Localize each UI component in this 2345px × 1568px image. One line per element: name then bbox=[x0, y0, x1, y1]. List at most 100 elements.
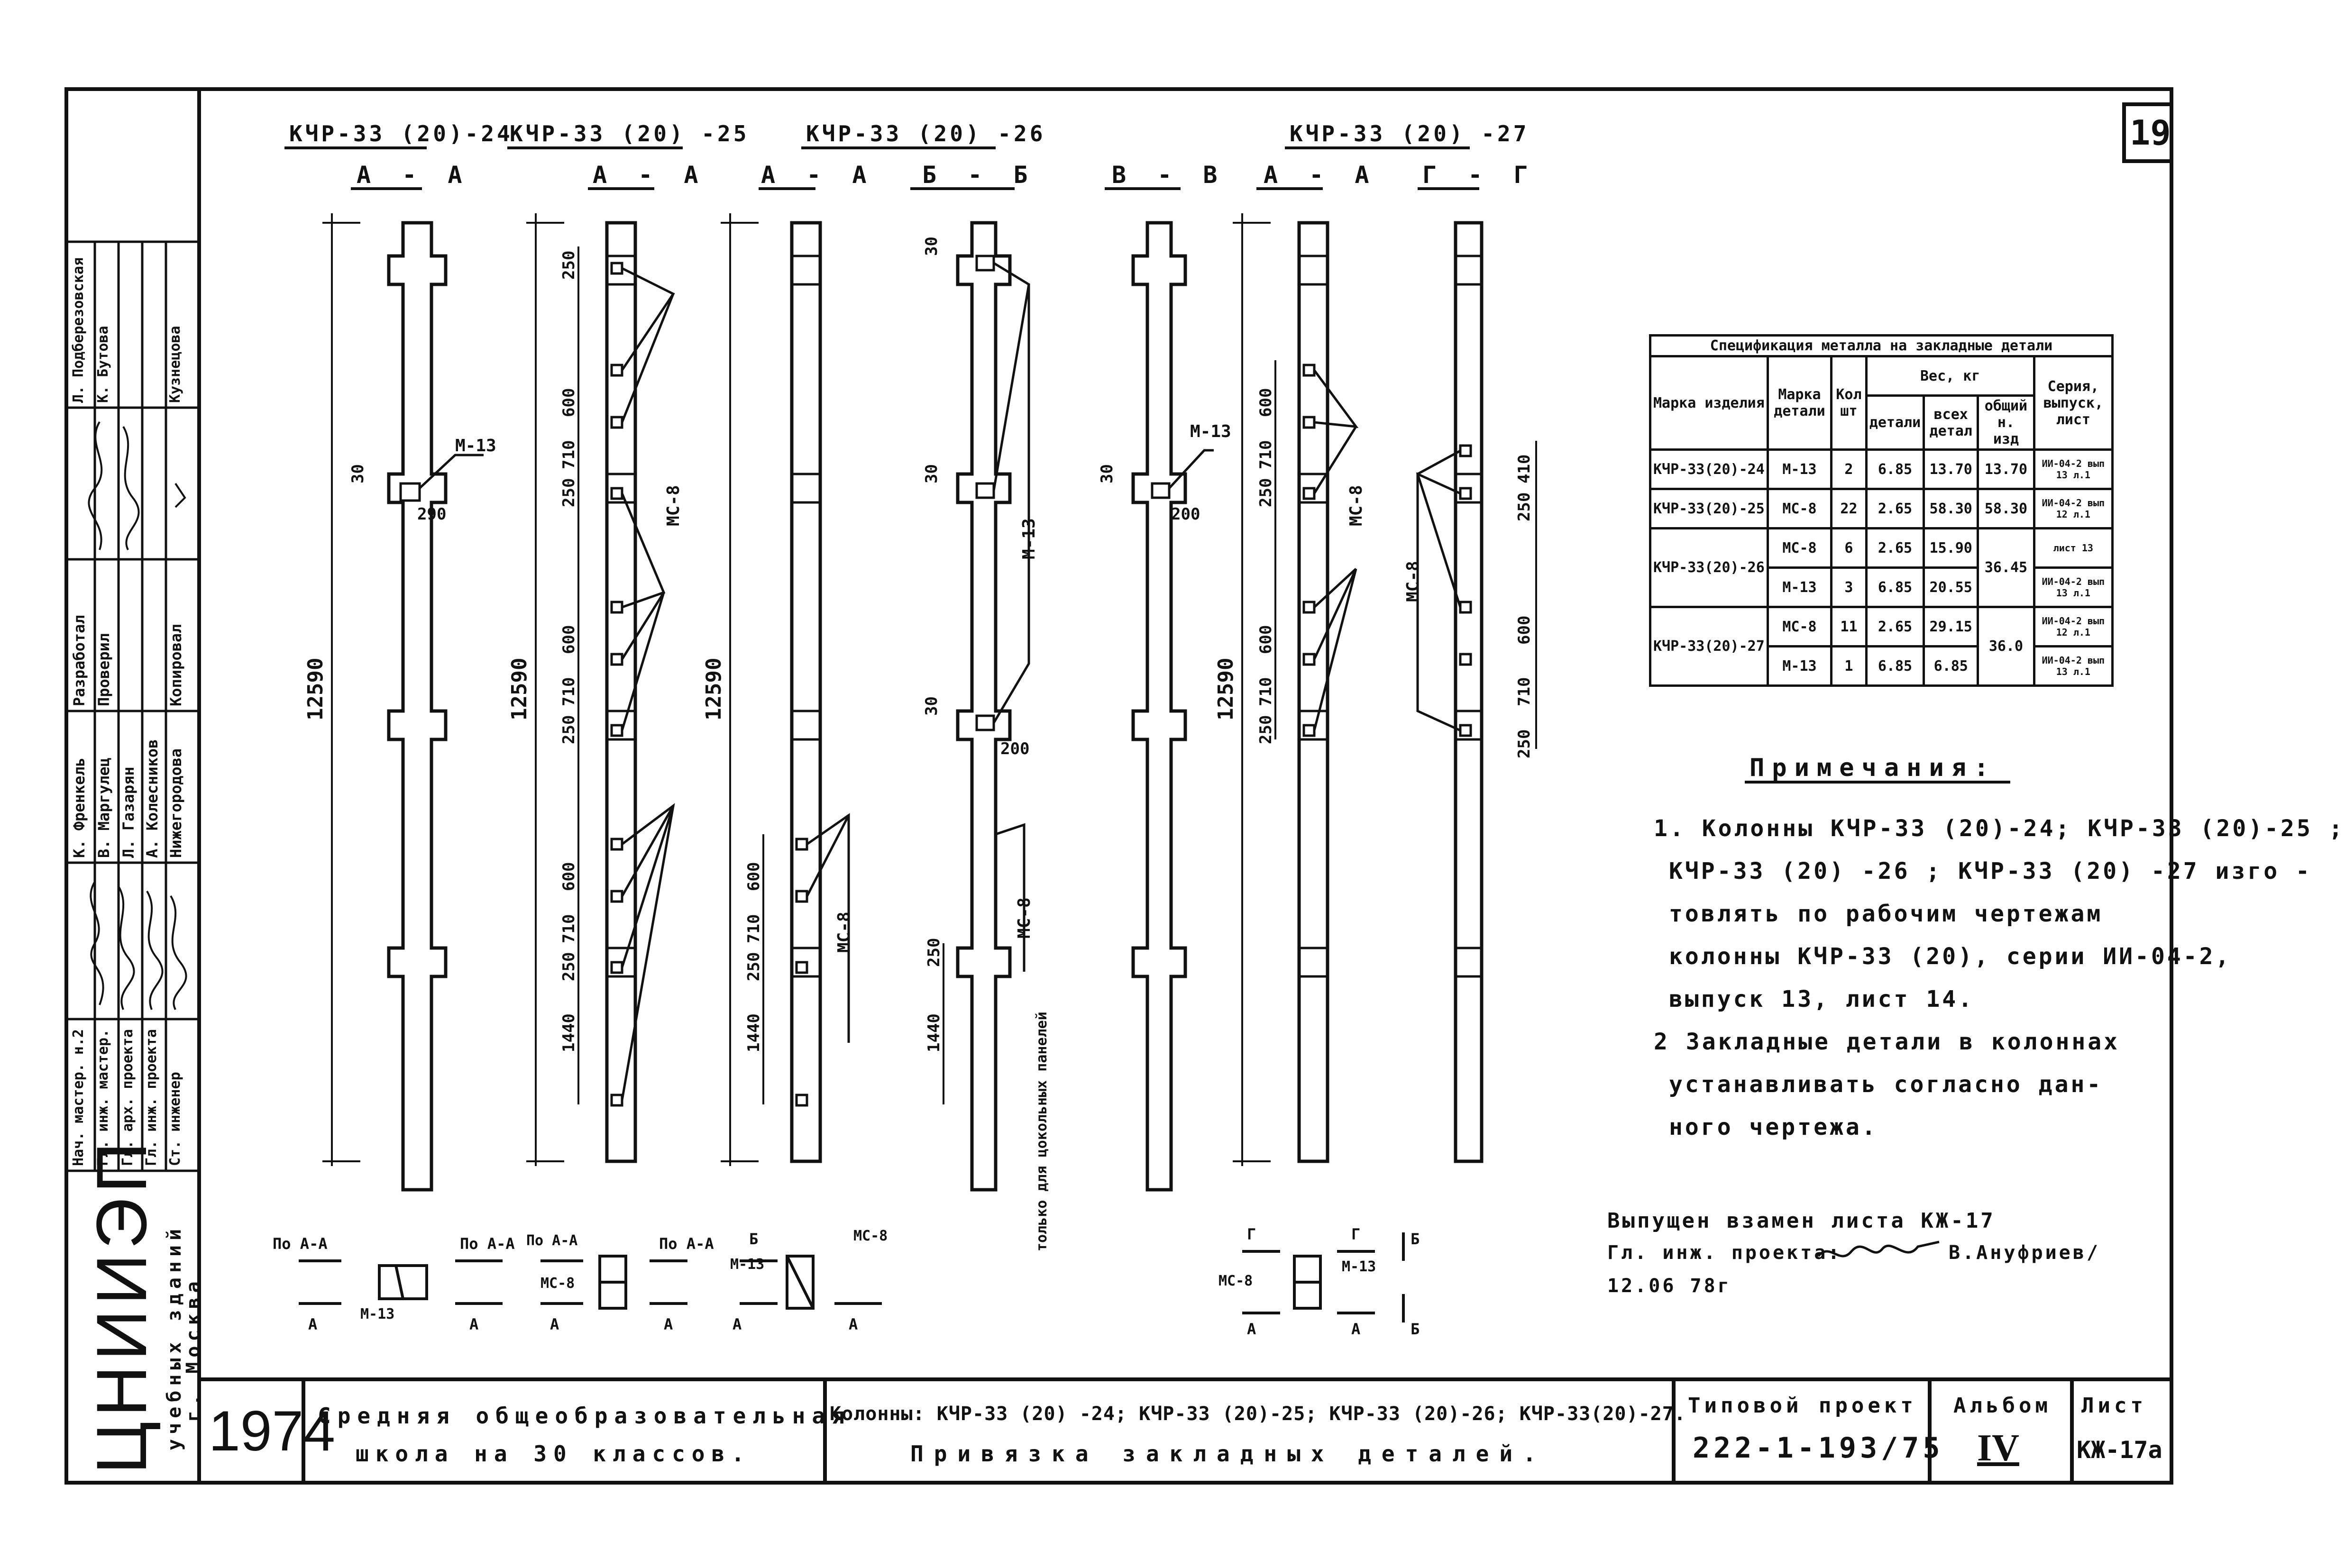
spec-cell: лист 13 bbox=[2033, 527, 2114, 569]
dim-600-27g: 600 bbox=[1515, 615, 1534, 645]
sheet-number-box bbox=[2122, 102, 2173, 163]
spec-cell: 13.70 bbox=[1923, 448, 1979, 490]
sec-m13-2: М-13 bbox=[730, 1256, 765, 1273]
column-elevations bbox=[387, 221, 1484, 1192]
spec-h-total: общий н. изд bbox=[1977, 394, 2035, 451]
dim-250-26b: 250 bbox=[925, 938, 943, 967]
label-mc8-26b: МС-8 bbox=[1015, 897, 1034, 939]
title-block-grid bbox=[199, 1377, 2171, 1483]
spec-cell: ИИ-04-2 вып 13 л.1 bbox=[2033, 645, 2114, 687]
sec-b-3: Б bbox=[1411, 1320, 1420, 1338]
top-right-name: Кузнецова bbox=[167, 326, 183, 403]
column-27-mark: КЧР-33 (20) -27 bbox=[1290, 121, 1530, 146]
sec-mc8-3: МС-8 bbox=[1218, 1273, 1253, 1289]
sec-a-2: А bbox=[469, 1315, 479, 1333]
dim-30-24: 30 bbox=[348, 464, 367, 483]
dim-290: 290 bbox=[417, 505, 447, 524]
table-row: М-13 3 6.85 20.55 ИИ-04-2 вып 13 л.1 bbox=[1650, 566, 2114, 608]
notes-heading: Примечания: bbox=[1750, 754, 1997, 782]
spec-h-product: Марка изделия bbox=[1649, 355, 1769, 451]
spec-cell: 2 bbox=[1830, 448, 1868, 490]
dim-250-25c: 250 bbox=[559, 715, 578, 744]
dim-250-26: 250 bbox=[744, 952, 763, 981]
dim-710-25a: 710 bbox=[559, 440, 578, 469]
sec-a-3: А bbox=[550, 1315, 559, 1333]
column-26-section-b: Б - Б bbox=[922, 161, 1036, 189]
column-25-mark: КЧР-33 (20) -25 bbox=[510, 121, 750, 146]
object-line-1: Средняя общеобразовательная bbox=[318, 1403, 852, 1429]
dim-total-25: 12590 bbox=[507, 657, 531, 720]
sec-po-aa-4: По А-А bbox=[659, 1235, 714, 1253]
dim-250-25d: 250 bbox=[559, 952, 578, 981]
column-25-outline bbox=[605, 221, 637, 1163]
sec-m13-1: М-13 bbox=[360, 1306, 395, 1322]
sec-a-1: А bbox=[308, 1315, 318, 1333]
dim-30-26a: 30 bbox=[922, 464, 941, 483]
notes-line-8: ного чертежа. bbox=[1669, 1114, 1878, 1140]
dim-710-27a: 710 bbox=[1256, 440, 1275, 469]
issued-date: 12.06 78г bbox=[1607, 1275, 1731, 1297]
top-name-2: К. Бутова bbox=[95, 326, 111, 403]
sheet-code: КЖ-17а bbox=[2077, 1436, 2162, 1464]
dimension-lines bbox=[322, 213, 1537, 1166]
spec-cell: 15.90 bbox=[1923, 527, 1979, 569]
spec-cell: 2.65 bbox=[1865, 527, 1925, 569]
notes-line-2: КЧР-33 (20) -26 ; КЧР-33 (20) -27 изго - bbox=[1669, 858, 2312, 884]
table-row: КЧР-33(20)-26 МС-8 6 2.65 15.90 36.45 ли… bbox=[1649, 527, 2114, 608]
dim-600-27a: 600 bbox=[1256, 388, 1275, 417]
spec-cell: М-13 bbox=[1766, 448, 1833, 490]
spec-cell: ИИ-04-2 вып 12 л.1 bbox=[2033, 488, 2114, 529]
sec-mc8-1: МС-8 bbox=[540, 1275, 575, 1292]
dim-250-27g2: 250 bbox=[1515, 729, 1534, 758]
dim-410-27g: 410 bbox=[1515, 454, 1534, 483]
table-row: КЧР-33(20)-27 МС-8 11 2.65 29.15 36.0 ИИ… bbox=[1649, 606, 2114, 687]
dim-30-26b: 30 bbox=[922, 696, 941, 716]
m13-plate-col24 bbox=[399, 482, 421, 502]
spec-cell: 6.85 bbox=[1865, 566, 1925, 608]
sec-po-aa-3: По А-А bbox=[526, 1232, 578, 1249]
dim-600-27b: 600 bbox=[1256, 625, 1275, 654]
signature-anufriev bbox=[1817, 1240, 1940, 1258]
dim-710-27b: 710 bbox=[1256, 677, 1275, 706]
spec-cell: 2.65 bbox=[1865, 606, 1925, 647]
project-label: Типовой проект bbox=[1688, 1394, 1917, 1418]
column-27g-outline bbox=[1454, 221, 1484, 1163]
spec-table: Спецификация металла на закладные детали… bbox=[1649, 334, 2114, 687]
column-24-section: А - А bbox=[357, 161, 471, 189]
spec-cell: КЧР-33(20)-27 bbox=[1649, 606, 1769, 687]
spec-cell: 6.85 bbox=[1865, 448, 1925, 490]
drawing-sheet bbox=[64, 87, 2173, 1485]
spec-cell: МС-8 bbox=[1766, 606, 1833, 647]
role-4: Гл. инж. проекта bbox=[143, 1029, 160, 1166]
table-row: КЧР-33(20)-24 М-13 2 6.85 13.70 13.70 ИИ… bbox=[1649, 448, 2114, 490]
column-vv-outline bbox=[1131, 221, 1187, 1192]
dim-30-26c: 30 bbox=[922, 237, 941, 256]
label-m13-24: М-13 bbox=[455, 436, 496, 456]
sec-g-1: Г bbox=[1247, 1225, 1256, 1243]
spec-cell: МС-8 bbox=[1766, 488, 1833, 529]
spec-cell: 13.70 bbox=[1977, 448, 2035, 490]
spec-cell: 6 bbox=[1830, 527, 1868, 569]
label-mc8-27: МС-8 bbox=[1347, 485, 1366, 526]
spec-cell: 58.30 bbox=[1977, 488, 2035, 529]
spec-cell: ИИ-04-2 вып 13 л.1 bbox=[2033, 566, 2114, 608]
dim-30-vv: 30 bbox=[1098, 464, 1117, 483]
sec-m13-3: М-13 bbox=[1342, 1258, 1376, 1275]
dim-710-25b: 710 bbox=[559, 677, 578, 706]
column-26-section-a: А - А bbox=[761, 161, 875, 189]
dim-600-25a: 600 bbox=[559, 388, 578, 417]
sheet-label: Лист bbox=[2081, 1394, 2147, 1418]
spec-cell: 36.0 bbox=[1977, 606, 2035, 687]
dim-600-25c: 600 bbox=[559, 862, 578, 891]
album-label: Альбом bbox=[1953, 1394, 2052, 1418]
album-number: IV bbox=[1977, 1427, 2019, 1469]
dim-1440-26: 1440 bbox=[744, 1013, 763, 1052]
sheet-title-line-2: Привязка закладных деталей. bbox=[910, 1441, 1547, 1467]
column-24-mark: КЧР-33 (20)-24 bbox=[289, 121, 513, 146]
object-line-2: школа на 30 классов. bbox=[356, 1441, 751, 1467]
sec-b-2: Б bbox=[1411, 1230, 1420, 1248]
sheet-number: 19 bbox=[2130, 113, 2171, 153]
spec-cell: 29.15 bbox=[1923, 606, 1979, 647]
leader-lines bbox=[419, 262, 1462, 1101]
column-26-mark: КЧР-33 (20) -26 bbox=[806, 121, 1046, 146]
